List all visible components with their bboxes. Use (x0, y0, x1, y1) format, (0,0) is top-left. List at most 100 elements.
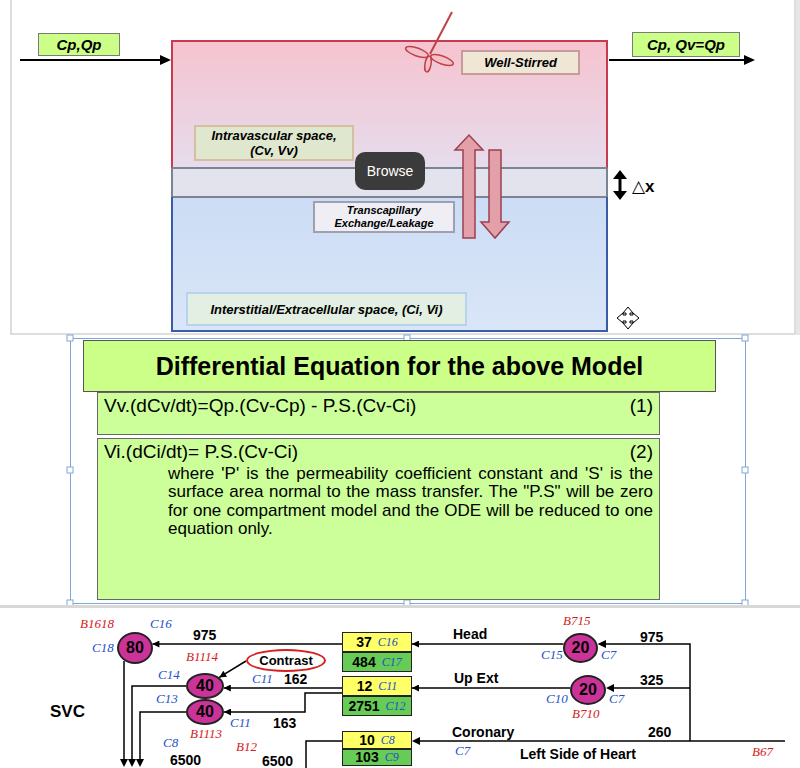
membrane-line (172, 196, 607, 198)
node-text: 80 (126, 639, 144, 657)
flow-line (306, 741, 342, 768)
region-border (172, 197, 607, 331)
text-label: 975 (640, 629, 663, 645)
annotation-label: C11 (230, 716, 251, 729)
annotation-label: C14 (158, 668, 180, 681)
flow-line (605, 644, 690, 741)
exchange-arrow (481, 150, 509, 238)
flow-arrowhead (136, 759, 144, 767)
node-content: Vi.(dCi/dt)= P.S.(Cv-Ci) (2)where 'P' is … (104, 441, 653, 538)
node-subtext: C9 (385, 750, 399, 765)
selection-frame (71, 339, 746, 604)
node-text: Vv.(dCv/dt)=Qp.(Cv-Cp) - P.S.(Cv-Ci) (104, 395, 416, 417)
node-subtext: where 'P' is the permeability coefficien… (104, 465, 653, 538)
edge-label: 162 (283, 672, 308, 687)
contrast-marker: Contrast (246, 649, 326, 672)
move-cursor (617, 307, 639, 329)
value-box: 37C16 (342, 632, 412, 652)
compartment-label: Interstitial/Extracellular space, (Ci, V… (186, 292, 467, 326)
flow-connector (224, 687, 342, 689)
dimension-arrow (613, 191, 627, 200)
node-content: 80 (126, 639, 144, 657)
stirrer-label: Well-Stirred (461, 50, 580, 75)
panel (11, 0, 795, 334)
annotation-label: C7 (455, 744, 470, 757)
equation-box: Vv.(dCv/dt)=Qp.(Cv-Cp) - P.S.(Cv-Ci)(1) (97, 392, 660, 435)
dimension-arrow (619, 178, 622, 192)
node-text: 12 (357, 679, 373, 694)
node-content: 37C16 (356, 635, 398, 650)
node-text: Browse (367, 163, 414, 179)
annotation-label: C13 (156, 692, 178, 705)
annotation-label: C16 (150, 617, 172, 630)
flow-arrowhead (606, 684, 614, 692)
node-content: Differential Equation for the above Mode… (156, 352, 644, 381)
flow-node: 80 (117, 632, 153, 664)
annotation-label: B1113 (190, 727, 222, 740)
flow-node: 20 (563, 633, 598, 663)
node-text: 103 (355, 750, 378, 765)
outflow-arrow (744, 55, 755, 65)
stirrer-rod (430, 12, 452, 54)
flow-connector (412, 643, 564, 645)
inflow-arrow (160, 55, 171, 65)
annotation-label: C18 (92, 641, 114, 654)
flow-connector (152, 643, 342, 645)
node-text: Interstitial/Extracellular space, (Ci, V… (210, 302, 442, 317)
interstitial-region (172, 197, 608, 331)
annotation-label: C7 (609, 692, 624, 705)
edge-label: Head (452, 627, 488, 642)
node-text: 20 (572, 639, 590, 657)
node-content: 12C11 (357, 679, 398, 694)
value-box: 2751C12 (342, 696, 412, 716)
node-text: Well-Stirred (484, 55, 557, 70)
selection-handle (67, 467, 73, 473)
flow-node: 20 (570, 675, 606, 705)
node-subtext: (2) (630, 441, 653, 463)
text-label: Coronary (452, 724, 514, 740)
text-label: 6500 (170, 752, 201, 768)
node-text: Vi.(dCi/dt)= P.S.(Cv-Ci) (104, 441, 298, 463)
node-content: 2751C12 (348, 699, 405, 714)
text-label: 260 (648, 724, 671, 740)
value-box: 12C11 (342, 676, 412, 696)
node-text: Cp,Qp (57, 36, 102, 53)
node-content: 103 C9 (355, 750, 398, 765)
text-label: △x (632, 178, 655, 196)
node-content: Transcapillary Exchange/Leakage (319, 204, 449, 230)
equation-box: Vi.(dCi/dt)= P.S.(Cv-Ci) (2)where 'P' is … (97, 438, 660, 600)
exchange-arrow (455, 135, 483, 238)
value-box: 484 C17 (342, 652, 412, 672)
node-content: Contrast (259, 653, 312, 668)
node-text: 40 (196, 677, 214, 695)
node-content: Vv.(dCv/dt)=Qp.(Cv-Cp) - P.S.(Cv-Ci)(1) (104, 395, 653, 417)
node-subtext: C16 (378, 635, 398, 650)
dimension-arrow (613, 170, 627, 179)
node-content: 40 (196, 677, 214, 695)
node-content: Interstitial/Extracellular space, (Ci, V… (210, 302, 442, 317)
node-text: 20 (579, 681, 597, 699)
flow-connector (412, 687, 570, 689)
node-text: 40 (196, 703, 214, 721)
node-content: 20 (579, 681, 597, 699)
node-text: 10 (359, 733, 375, 748)
text-label: SVC (50, 703, 85, 721)
annotation-label: C8 (163, 736, 178, 749)
annotation-label: B1618 (80, 617, 114, 630)
flow-arrowhead (128, 759, 136, 767)
node-content: 20 (572, 639, 590, 657)
stirrer-blade (424, 56, 433, 73)
inflow-arrow (20, 59, 162, 61)
output-label: Cp, Qv=Qp (632, 32, 740, 57)
selection-handle (742, 335, 748, 341)
annotation-label: C15 (541, 648, 563, 661)
node-text: 484 (352, 655, 375, 670)
node-text: Intravascular space, (Cv, Vv) (200, 128, 348, 158)
membrane-line (171, 168, 173, 197)
text-label: 325 (640, 672, 663, 688)
annotation-label: B67 (752, 745, 773, 758)
node-text: Transcapillary Exchange/Leakage (319, 204, 449, 230)
intravascular-region (172, 41, 608, 168)
node-subtext: C17 (382, 655, 402, 670)
node-subtext: C12 (386, 699, 406, 714)
